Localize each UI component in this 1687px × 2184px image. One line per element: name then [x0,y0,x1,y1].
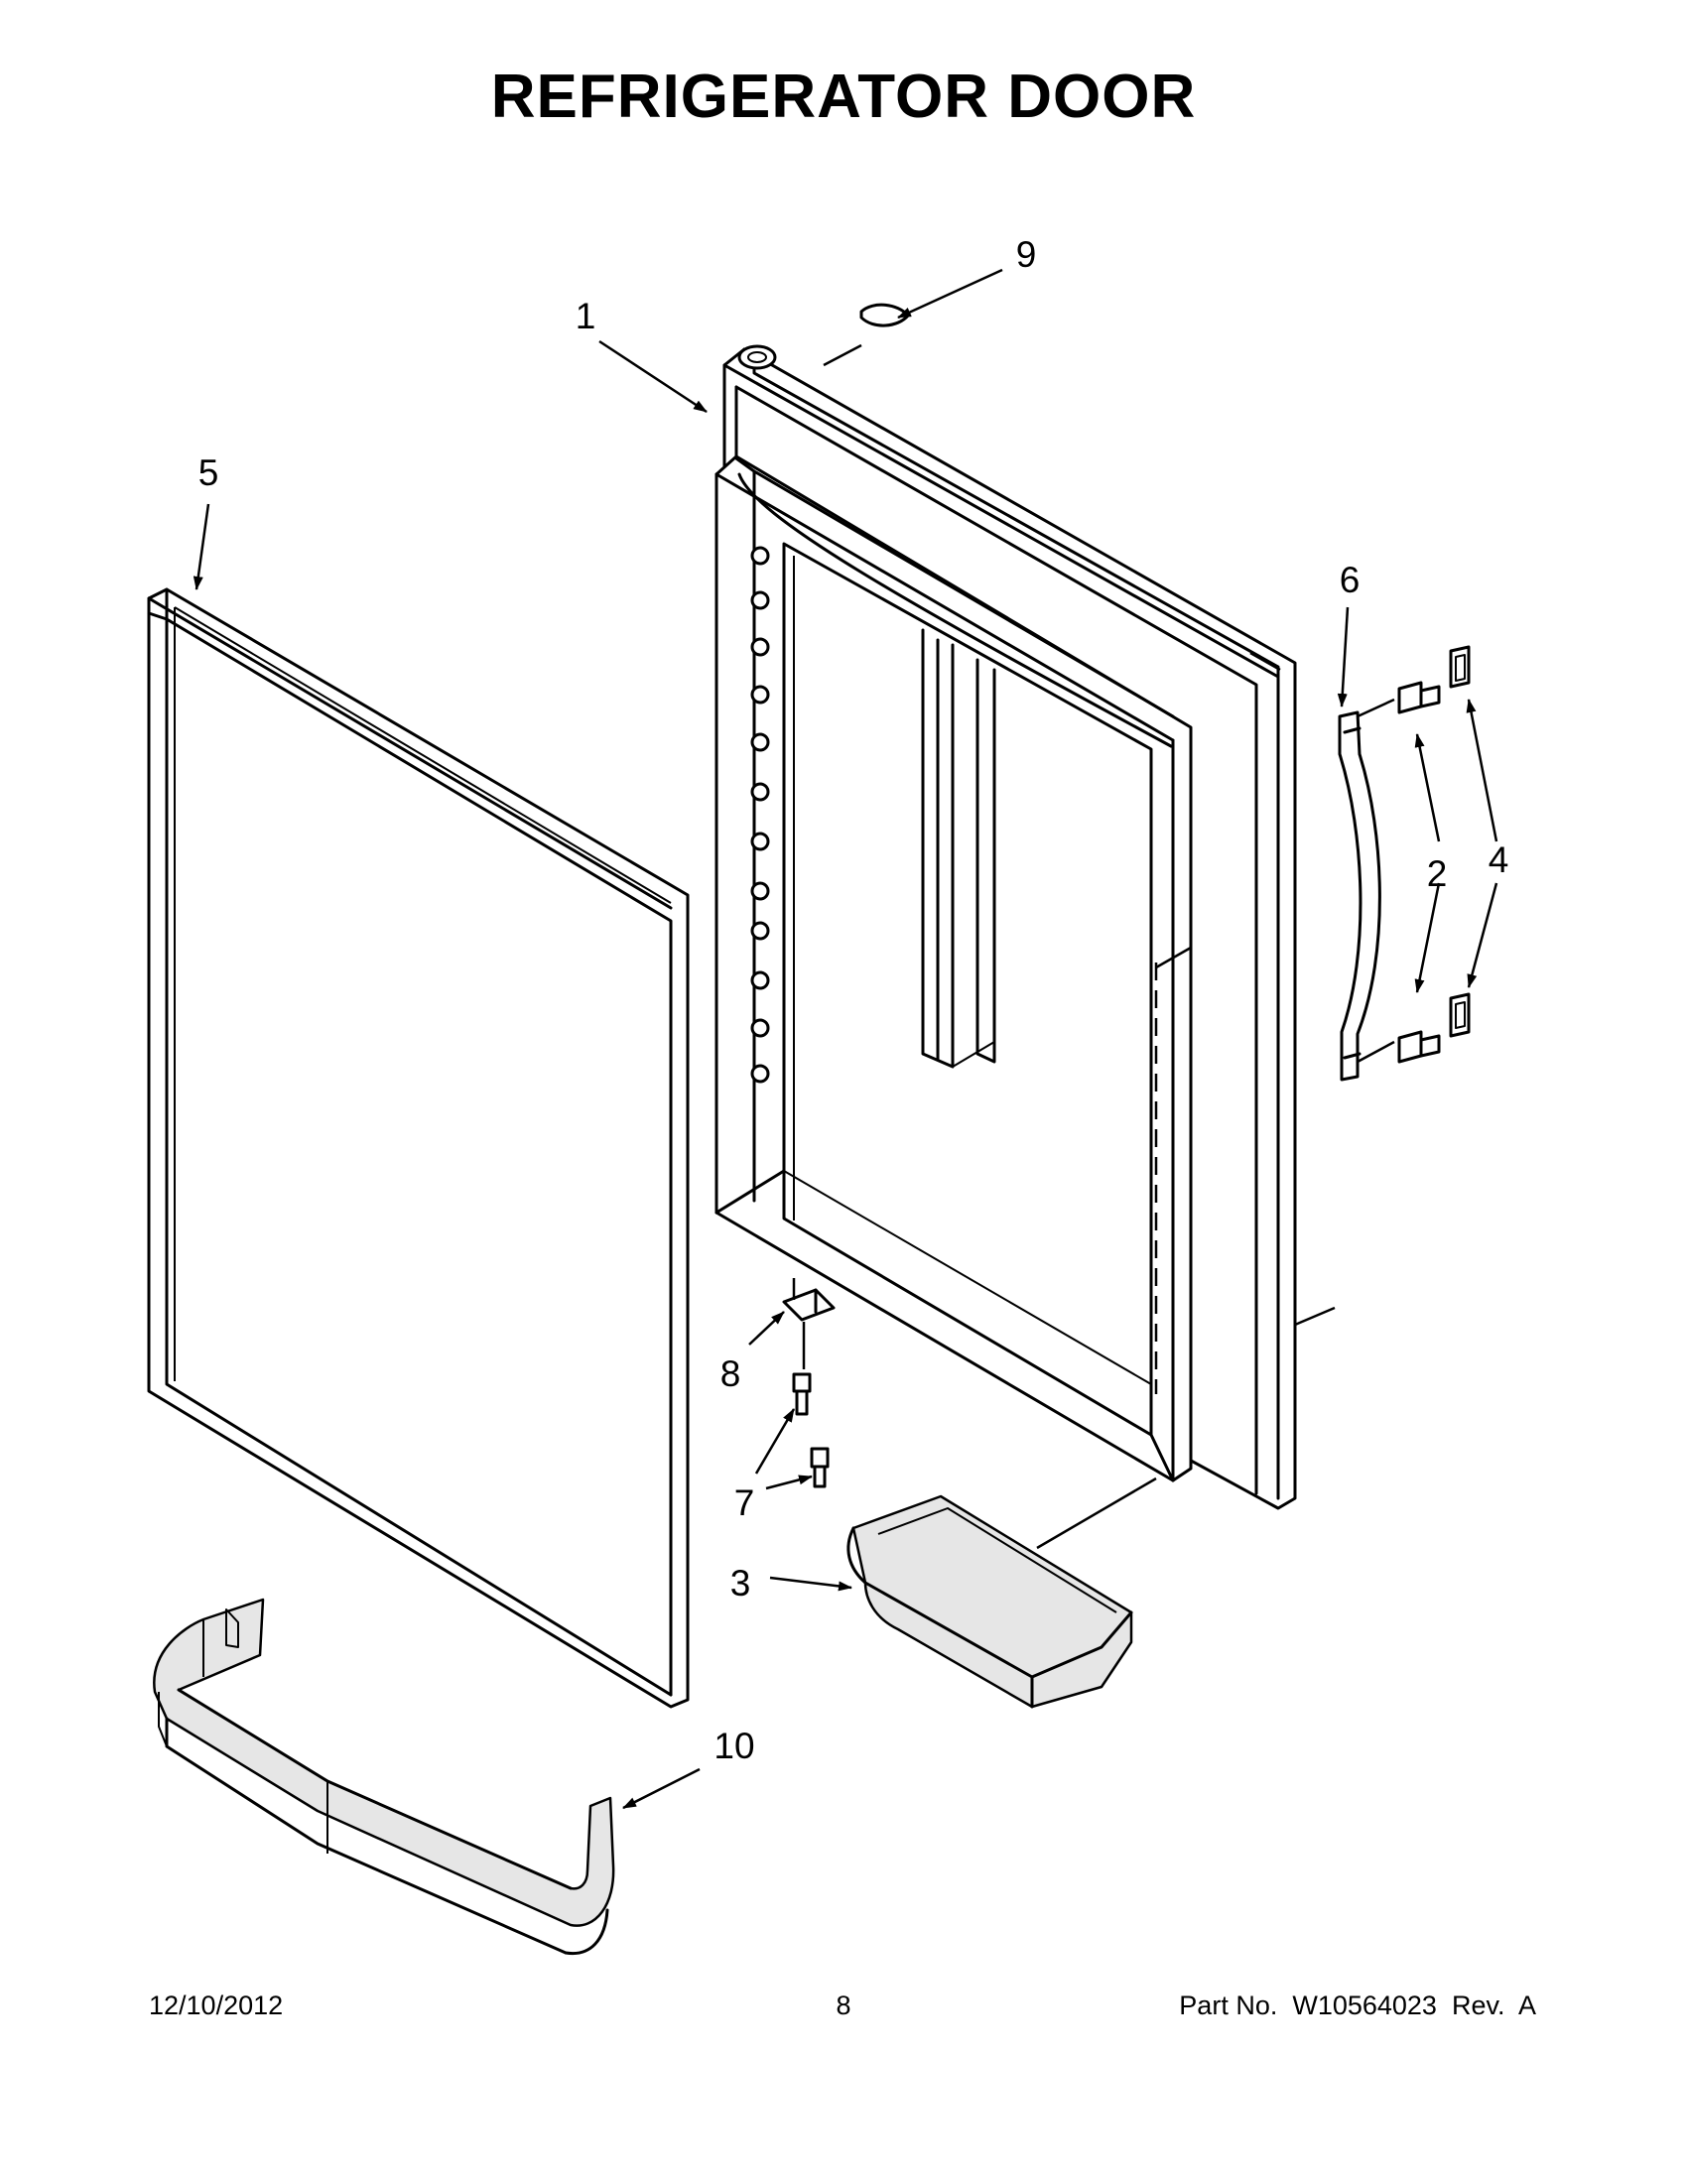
bracket-part-8 [782,1278,836,1369]
callout-leaders [193,268,1498,1810]
callout-4: 4 [1488,839,1509,880]
door-bin-part-3 [846,1494,1133,1709]
callout-9: 9 [1015,234,1037,275]
callout-10: 10 [714,1726,755,1766]
page-title: REFRIGERATOR DOOR [490,63,1197,131]
footer-date: 12/10/2012 [149,1991,284,2020]
callout-2: 2 [1426,853,1448,894]
door-assembly-part-1 [714,344,1336,1550]
crisper-bin-part-10 [153,1598,615,1956]
handle-end-cap-part-4 [1449,645,1471,1038]
callout-7: 7 [733,1482,755,1523]
door-handle-part-6 [1338,698,1395,1082]
handle-screw-part-2 [1397,681,1441,1064]
callout-1: 1 [575,296,596,336]
footer-part-number: Part No. W10564023 Rev. A [1179,1991,1536,2020]
callout-8: 8 [719,1353,741,1394]
callout-5: 5 [197,452,219,493]
door-gasket-part-5 [147,587,690,1709]
hinge-plug-part-9 [823,303,910,367]
bracket-screw-part-7 [792,1372,830,1488]
callout-3: 3 [729,1563,751,1604]
footer-page-number: 8 [836,1991,851,2020]
callout-6: 6 [1339,560,1361,600]
shelf-clip-column [750,546,770,1084]
